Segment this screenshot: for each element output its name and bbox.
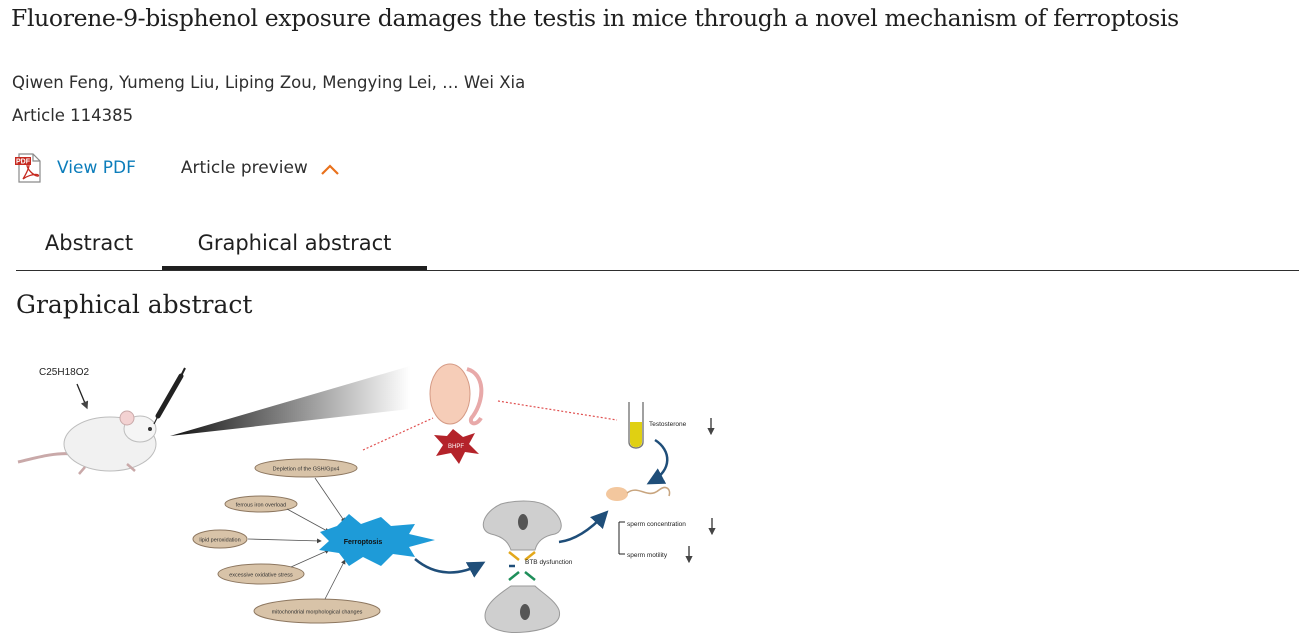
btb-dysfunction-label: BTB dysfunction — [525, 559, 573, 566]
sertoli-cells-illustration — [482, 500, 562, 633]
bhpf-label: BHPF — [448, 444, 464, 450]
sperm-concentration-label: sperm concentration — [627, 521, 686, 528]
mouse-illustration — [17, 410, 157, 475]
syringe-icon — [153, 367, 186, 425]
view-pdf-label: View PDF — [57, 158, 136, 178]
cause-oxidative-stress: excessive oxidative stress — [229, 573, 293, 579]
article-actions: PDF View PDF Article preview — [14, 152, 340, 184]
section-heading: Graphical abstract — [16, 290, 253, 319]
sperm-motility-label: sperm motility — [627, 552, 668, 559]
testis-illustration — [429, 363, 484, 426]
formula-label: C25H18O2 — [39, 367, 89, 378]
tab-abstract[interactable]: Abstract — [44, 231, 134, 255]
pdf-file-icon: PDF — [14, 153, 42, 183]
article-preview-toggle[interactable]: Article preview — [181, 158, 340, 178]
article-preview-label: Article preview — [180, 158, 308, 178]
article-title[interactable]: Fluorene-9-bisphenol exposure damages th… — [11, 4, 1179, 32]
testosterone-label: Testosterone — [649, 421, 687, 428]
cause-lipid-peroxidation: lipid peroxidation — [199, 538, 240, 544]
cause-mitochondrial-changes: mitochondrial morphological changes — [272, 610, 363, 616]
graphical-abstract-figure: C25H18O2 BHPF — [15, 354, 720, 636]
test-tube-icon — [628, 402, 644, 449]
article-number: Article 114385 — [12, 106, 134, 125]
author-list: Qiwen Feng, Yumeng Liu, Liping Zou, Meng… — [12, 73, 526, 92]
pdf-icon-text: PDF — [16, 159, 31, 166]
ferroptosis-label: Ferroptosis — [344, 539, 383, 546]
abstract-tabs: Abstract Graphical abstract — [16, 224, 1299, 271]
cause-iron-overload: ferrous iron overload — [236, 503, 286, 509]
sperm-illustration — [606, 486, 671, 501]
chevron-up-icon — [320, 161, 340, 175]
cause-gsh-gpx4: Depletion of the GSH/Gpx4 — [273, 467, 340, 473]
view-pdf-link[interactable]: PDF View PDF — [14, 153, 136, 183]
tab-graphical-abstract[interactable]: Graphical abstract — [162, 224, 427, 270]
